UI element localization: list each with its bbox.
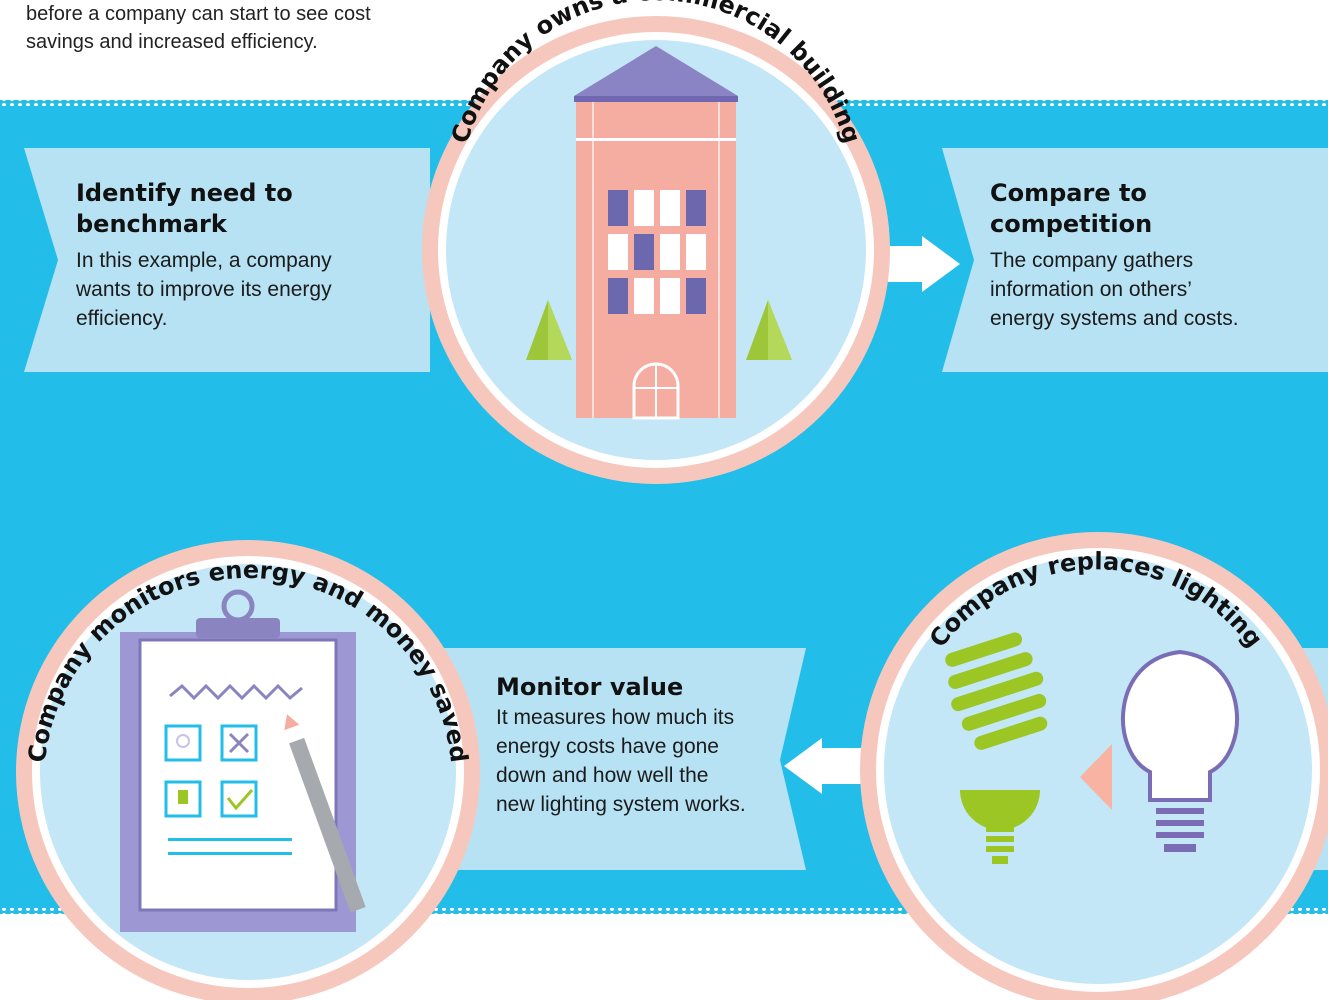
body-line: down and how well the <box>496 764 709 787</box>
triangle-icon <box>1080 744 1112 810</box>
arrow-right <box>888 236 960 292</box>
title-line: benchmark <box>76 210 227 238</box>
building-icon <box>574 46 738 420</box>
circle-monitor <box>16 540 480 1000</box>
step-description: In this example, a company wants to impr… <box>76 246 386 333</box>
tree-icon <box>526 300 572 360</box>
body-line: energy systems and costs. <box>990 307 1239 330</box>
body-line: The company gathers <box>990 249 1194 272</box>
step-description: The company gathers information on other… <box>990 246 1310 333</box>
step-compare: Compare to competition The company gathe… <box>990 178 1310 333</box>
title-line: Identify need to <box>76 179 293 207</box>
pencil-icon <box>284 714 366 913</box>
compact-fluorescent-bulb-icon <box>945 632 1048 864</box>
title-line: Compare to <box>990 179 1147 207</box>
body-line: energy costs have gone <box>496 735 719 758</box>
step-title: Identify need to benchmark <box>76 178 386 240</box>
body-line: information on others’ <box>990 278 1192 301</box>
dotted-edge-bottom <box>0 908 1328 914</box>
step-monitor: Monitor value It measures how much its e… <box>496 672 786 819</box>
body-line: new lighting system works. <box>496 793 746 816</box>
step-title: Monitor value <box>496 673 684 701</box>
body-line: wants to improve its energy <box>76 278 332 301</box>
step-description: It measures how much its energy costs ha… <box>496 703 786 819</box>
banner-identify <box>24 148 430 372</box>
body-line: In this example, a company <box>76 249 332 272</box>
incandescent-bulb-icon <box>1121 649 1239 852</box>
intro-line: before a company can start to see cost <box>26 3 371 25</box>
tree-icon <box>746 300 792 360</box>
arrow-left <box>784 738 862 794</box>
banner-compare <box>942 148 1328 372</box>
body-line: efficiency. <box>76 307 168 330</box>
clipboard-icon <box>120 589 356 932</box>
circle-building <box>422 16 890 484</box>
step-identify: Identify need to benchmark In this examp… <box>76 178 386 333</box>
title-line: competition <box>990 210 1153 238</box>
intro-line: savings and increased efficiency. <box>26 31 318 53</box>
body-line: It measures how much its <box>496 706 735 729</box>
banner-monitor <box>430 648 806 870</box>
intro-text: before a company can start to see cost s… <box>26 0 456 56</box>
circle-lighting <box>860 532 1328 1000</box>
step-title: Compare to competition <box>990 178 1310 240</box>
